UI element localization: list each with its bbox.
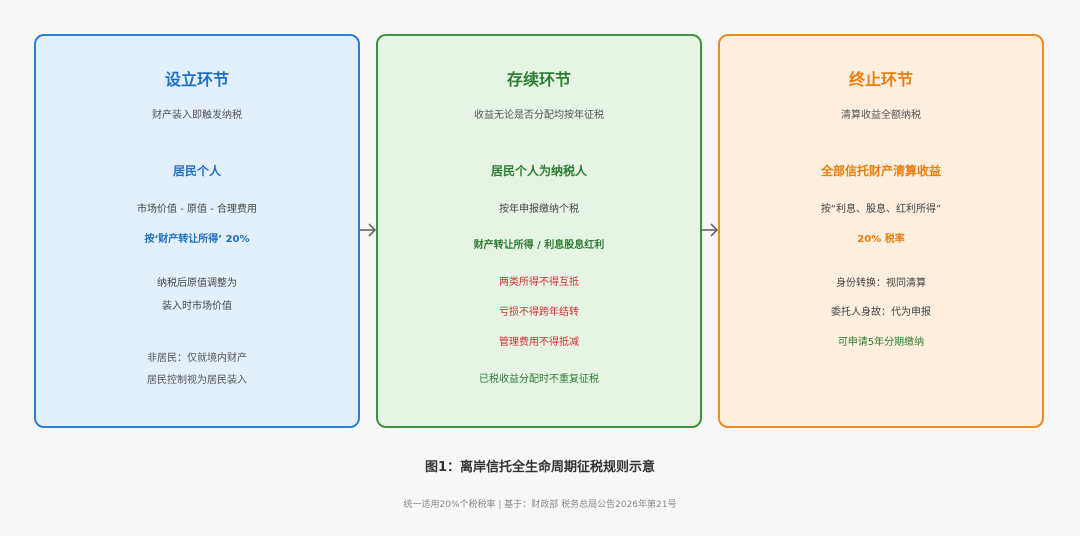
- rule-line: 已税收益分配时不重复征税: [479, 374, 599, 385]
- rule-line: 委托人身故：代为申报: [831, 307, 931, 318]
- footnote: 统一适用20%个税税率 | 基于：财政部 税务总局公告2026年第21号: [403, 500, 677, 510]
- arrow-right-icon: [702, 223, 719, 237]
- rule-line: 身份转换：视同清算: [836, 278, 926, 289]
- stage-subtitle: 清算收益全额纳税: [841, 110, 921, 121]
- stage-heading: 居民个人: [172, 164, 221, 178]
- rule-line: 可申请5年分期缴纳: [837, 337, 925, 348]
- rule-line: 管理费用不得抵减: [499, 337, 579, 348]
- stage-subtitle: 收益无论是否分配均按年征税: [474, 110, 604, 121]
- stage-setup-panel: 设立环节 财产装入即触发纳税 居民个人 市场价值 - 原值 - 合理费用 按‘财…: [34, 34, 360, 428]
- rule-line: 非居民：仅就境内财产: [147, 353, 247, 364]
- rule-line: 20% 税率: [857, 234, 905, 245]
- rule-line: 财产转让所得 / 利息股息红利: [473, 240, 605, 251]
- rule-line: 按“利息、股息、红利所得”: [820, 204, 942, 215]
- rule-line: 两类所得不得互抵: [499, 277, 579, 288]
- stage-subtitle: 财产装入即触发纳税: [152, 110, 242, 121]
- stage-title: 设立环节: [164, 70, 229, 89]
- rule-line: 亏损不得跨年结转: [499, 307, 579, 318]
- stage-ongoing-panel: 存续环节 收益无论是否分配均按年征税 居民个人为纳税人 按年申报缴纳个税 财产转…: [376, 34, 702, 428]
- figure-caption: 图1：离岸信托全生命周期征税规则示意: [424, 460, 656, 475]
- rule-line: 按年申报缴纳个税: [499, 204, 579, 215]
- rule-line: 装入时市场价值: [162, 301, 232, 312]
- rule-line: 居民控制视为居民装入: [147, 375, 247, 386]
- arrow-right-icon: [360, 223, 377, 237]
- stage-title: 终止环节: [848, 70, 913, 89]
- stage-title: 存续环节: [506, 70, 571, 89]
- stage-termination-panel: 终止环节 清算收益全额纳税 全部信托财产清算收益 按“利息、股息、红利所得” 2…: [718, 34, 1044, 428]
- rule-line: 市场价值 - 原值 - 合理费用: [137, 204, 257, 215]
- rule-line: 纳税后原值调整为: [157, 278, 237, 289]
- rule-line: 按‘财产转让所得’ 20%: [144, 234, 250, 245]
- stage-heading: 全部信托财产清算收益: [820, 164, 941, 178]
- stage-heading: 居民个人为纳税人: [490, 164, 587, 178]
